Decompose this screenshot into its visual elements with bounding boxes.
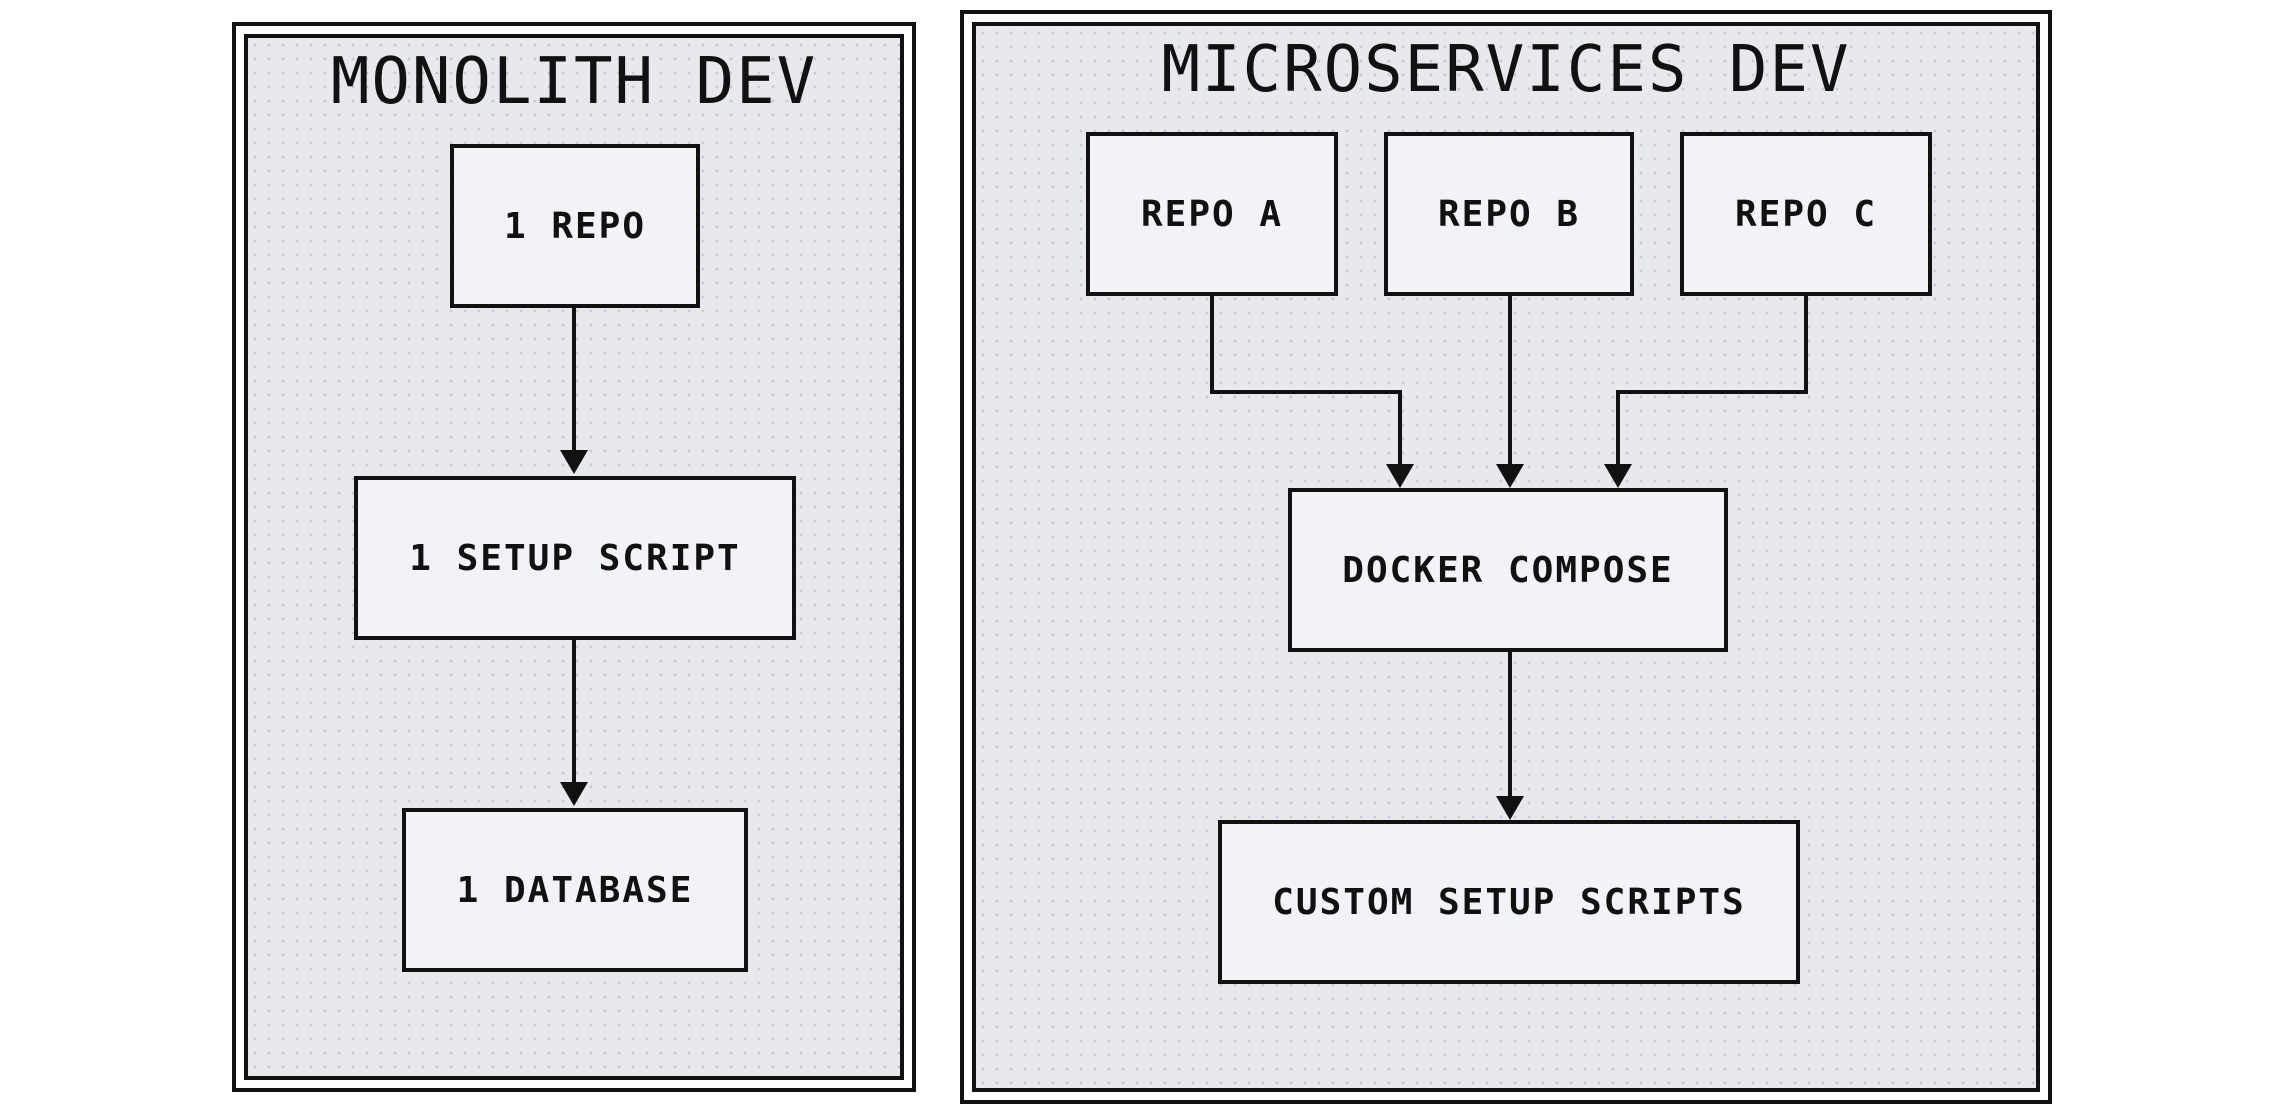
node-repo-a: REPO A bbox=[1086, 132, 1338, 296]
node-docker-compose: DOCKER COMPOSE bbox=[1288, 488, 1728, 652]
microservices-title: MICROSERVICES DEV bbox=[1161, 33, 1851, 107]
node-1-setup-script: 1 SETUP SCRIPT bbox=[354, 476, 796, 640]
node-repo-c: REPO C bbox=[1680, 132, 1932, 296]
monolith-title: MONOLITH DEV bbox=[330, 45, 818, 119]
node-custom-setup-scripts: CUSTOM SETUP SCRIPTS bbox=[1218, 820, 1800, 984]
node-1-repo: 1 REPO bbox=[450, 144, 700, 308]
node-1-database: 1 DATABASE bbox=[402, 808, 748, 972]
node-repo-b: REPO B bbox=[1384, 132, 1634, 296]
